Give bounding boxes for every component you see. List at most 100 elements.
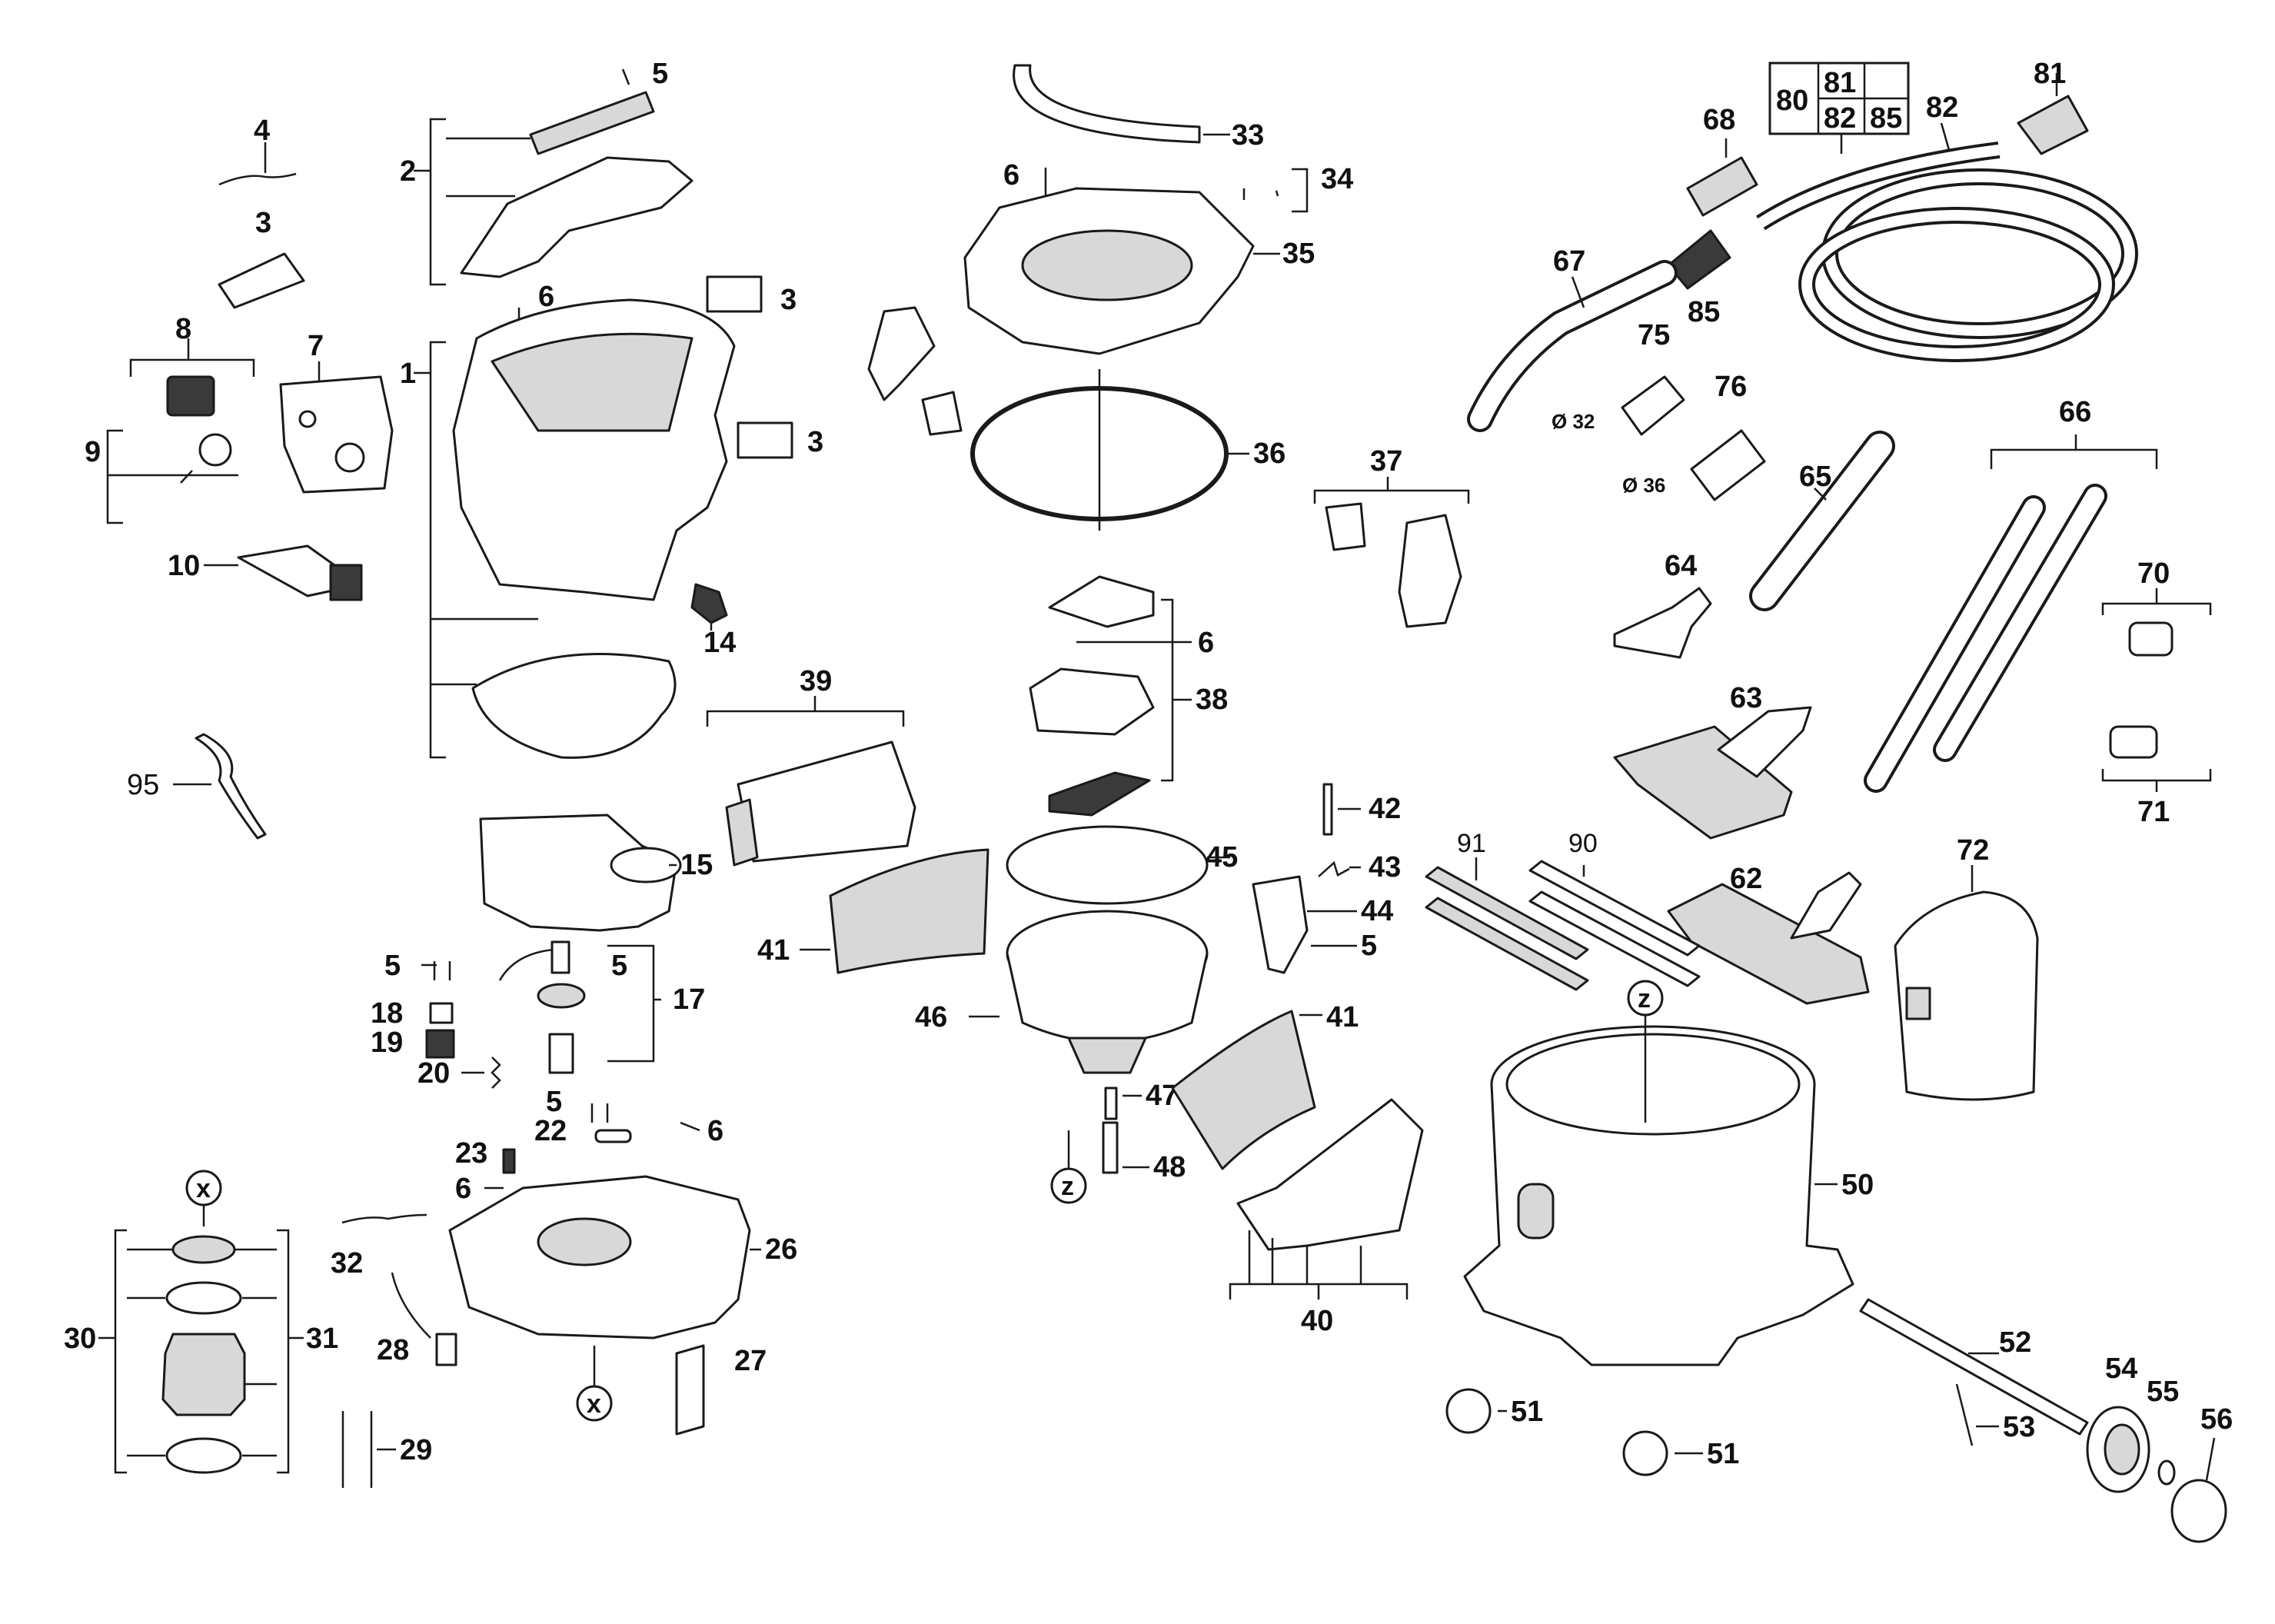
label-20: 20 <box>417 1057 450 1090</box>
label-80: 80 <box>1776 85 1808 117</box>
part-55-washer <box>2157 1459 2176 1486</box>
label-55: 55 <box>2147 1376 2179 1408</box>
label-46: 46 <box>915 1001 947 1033</box>
label-5-d: 5 <box>546 1086 562 1118</box>
part-68-adapter <box>1686 138 1758 217</box>
part-3-label-sheet <box>218 252 305 309</box>
label-70: 70 <box>2137 557 2170 590</box>
label-2: 2 <box>400 155 416 188</box>
part-18-clip <box>429 1002 454 1024</box>
part-37-latch-kit <box>1313 477 1470 628</box>
part-72-filter-bag <box>1894 865 2039 1101</box>
part-41-filter-b <box>1171 1010 1316 1170</box>
label-82: 82 <box>1926 92 1958 124</box>
part-70-clip <box>2101 588 2212 657</box>
part-17-bearing-group <box>498 940 661 1074</box>
part-46-cyclone <box>969 910 1209 1074</box>
part-latch <box>867 306 936 401</box>
part-75-reducer <box>1621 375 1685 436</box>
part-90-strips <box>1528 860 1701 987</box>
part-33-strip <box>1013 64 1201 144</box>
label-42: 42 <box>1369 793 1401 825</box>
part-51-caster-b <box>1622 1430 1703 1476</box>
label-3-b: 3 <box>780 284 797 316</box>
label-81-box: 81 <box>1824 67 1856 99</box>
part-35-lid-frame <box>963 187 1280 355</box>
label-38: 38 <box>1196 684 1228 716</box>
part-20-spring <box>461 1057 501 1089</box>
part-4-cable <box>218 142 297 186</box>
label-37: 37 <box>1370 445 1402 478</box>
part-71-clip <box>2101 725 2212 792</box>
part-51-caster-a <box>1445 1388 1507 1434</box>
label-35: 35 <box>1282 238 1315 270</box>
label-3-a: 3 <box>255 207 271 239</box>
label-82-box: 82 <box>1824 102 1856 135</box>
part-41-filter-a <box>829 848 989 974</box>
label-54: 54 <box>2105 1353 2137 1385</box>
label-51-b: 51 <box>1707 1438 1739 1470</box>
label-41-a: 41 <box>757 934 790 967</box>
part-26-motor-base <box>448 1175 761 1339</box>
label-8: 8 <box>175 313 191 345</box>
label-9: 9 <box>85 436 101 468</box>
part-95-strap <box>173 733 267 840</box>
label-32: 32 <box>331 1247 363 1280</box>
label-30: 30 <box>64 1323 96 1355</box>
label-43: 43 <box>1369 851 1401 884</box>
part-43-clip <box>1318 860 1350 877</box>
lead-56 <box>2205 1437 2216 1481</box>
part-5-screws-mid <box>590 1103 609 1123</box>
label-71: 71 <box>2137 796 2170 828</box>
label-48: 48 <box>1153 1151 1186 1183</box>
label-53: 53 <box>2003 1411 2035 1443</box>
part-3-label-top <box>706 275 763 313</box>
label-5-b: 5 <box>384 950 401 982</box>
label-10: 10 <box>168 550 200 582</box>
label-18: 18 <box>371 997 403 1030</box>
part-47-valve <box>1104 1087 1118 1120</box>
part-1-housing <box>414 298 736 759</box>
part-27-gasket <box>675 1344 705 1436</box>
part-48-rod <box>1102 1121 1119 1174</box>
part-group-80-81-82-85 <box>1768 62 1910 154</box>
part-14-plug <box>690 583 728 631</box>
part-91-strips <box>1425 857 1589 991</box>
part-82-hose <box>1756 122 2138 362</box>
part-30-31-motor <box>98 1205 304 1474</box>
label-15: 15 <box>680 849 713 881</box>
label-63: 63 <box>1730 682 1762 714</box>
part-2-handle <box>414 91 693 286</box>
part-5-screws <box>421 961 451 980</box>
marker-z-right-text: z <box>1638 984 1651 1013</box>
label-3-c: 3 <box>807 426 823 458</box>
part-76-reducer <box>1690 429 1766 501</box>
label-17: 17 <box>673 983 705 1016</box>
part-52-axle <box>1859 1298 2089 1436</box>
label-6-d: 6 <box>1003 159 1019 191</box>
marker-x-bottom-text: x <box>587 1389 601 1419</box>
part-5-screw <box>621 68 630 85</box>
part-66-extension-tubes <box>1864 434 2158 793</box>
part-29-rods <box>341 1411 396 1488</box>
part-62-floor-nozzle <box>1667 871 1870 1005</box>
part-54-wheel <box>2086 1406 2150 1493</box>
part-28-cable-card <box>391 1272 457 1366</box>
label-31: 31 <box>306 1323 338 1355</box>
marker-z-left-text: z <box>1061 1172 1074 1201</box>
part-53-screw <box>1955 1383 1974 1446</box>
part-85-connector <box>1667 229 1731 290</box>
label-6-b: 6 <box>707 1115 723 1147</box>
label-19: 19 <box>371 1027 403 1059</box>
label-95: 95 <box>127 769 159 801</box>
part-32-cable <box>341 1213 427 1224</box>
part-63-floor-nozzle <box>1613 706 1812 840</box>
marker-z-right <box>1627 980 1664 1017</box>
label-29: 29 <box>400 1434 432 1466</box>
label-5-c: 5 <box>611 950 627 982</box>
part-19-capacitor <box>425 1029 455 1059</box>
part-3-label-side <box>737 421 793 459</box>
part-45-ring <box>1006 825 1209 905</box>
label-52: 52 <box>1999 1326 2031 1359</box>
